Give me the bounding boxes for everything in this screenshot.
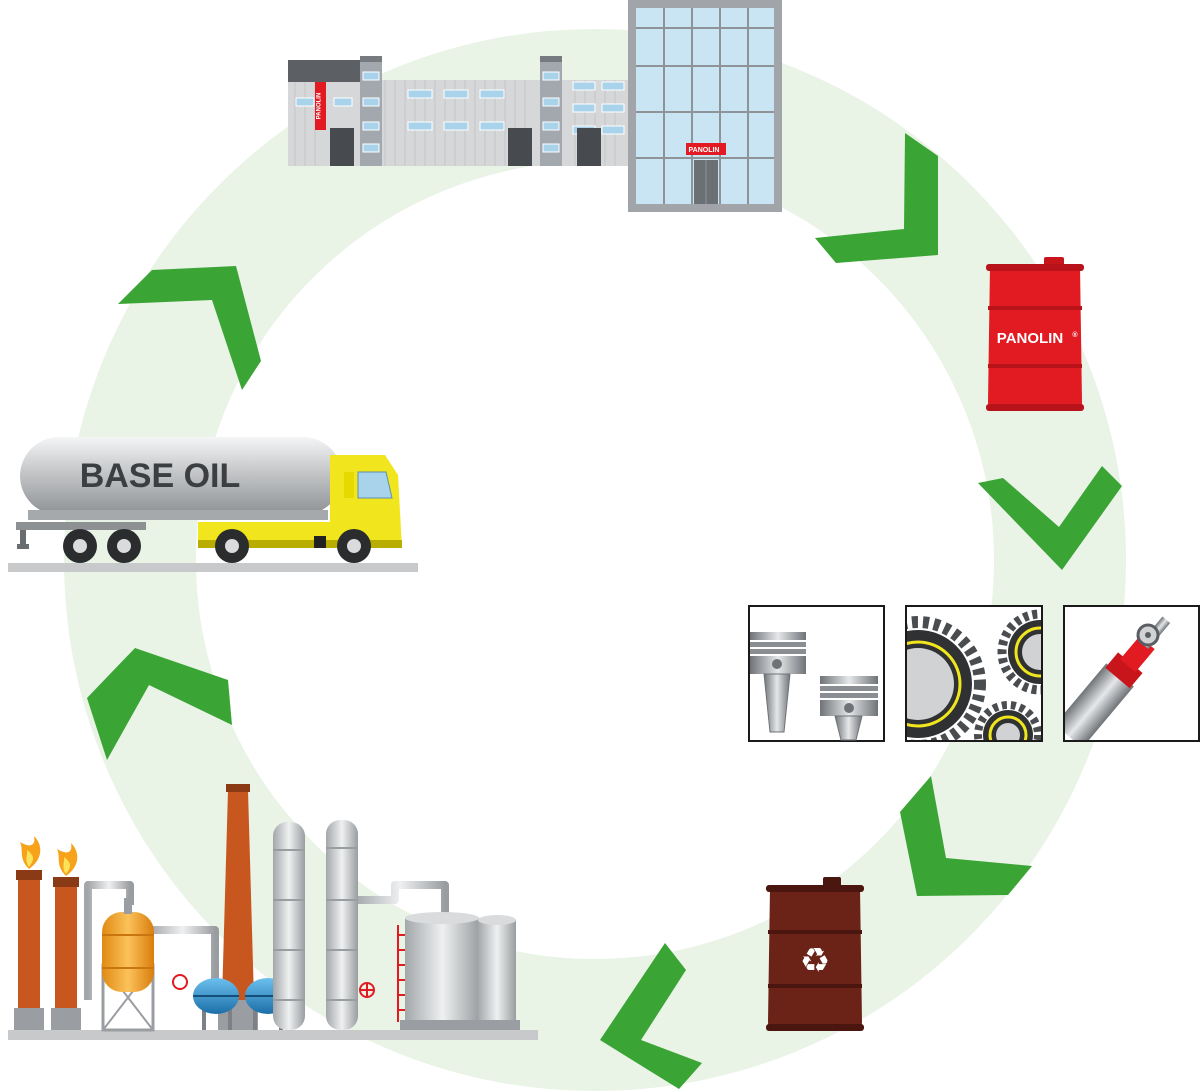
gears-icon (905, 605, 1043, 742)
refinery-icon (8, 784, 538, 1040)
drum-brand-label: PANOLIN (997, 330, 1063, 347)
distillation-column (273, 822, 305, 1030)
new-oil-drum-icon: PANOLIN ® (986, 257, 1084, 411)
arrow-chevron-6 (118, 266, 261, 390)
building-sign-vertical: PANOLIN (317, 93, 323, 120)
recycle-icon: ♻ (800, 941, 830, 981)
arrow-chevron-5 (87, 648, 232, 760)
storage-sphere (193, 978, 239, 1030)
distillation-column (326, 820, 358, 1030)
pressure-gauge-icon (172, 974, 188, 990)
arrow-chevron-4 (600, 943, 702, 1089)
trailer-wheel (107, 529, 141, 563)
engine-piston-icon (748, 605, 885, 742)
hydraulic-cylinder-icon (1063, 605, 1200, 742)
storage-tank (400, 912, 485, 1030)
tanker-truck-icon: BASE OIL (8, 437, 418, 572)
arrow-chevron-2 (978, 466, 1122, 570)
storage-tank (475, 915, 520, 1030)
pressure-vessel (101, 898, 155, 1032)
application-panels (748, 605, 1200, 742)
arrow-chevron-1 (815, 133, 938, 263)
truck-wheel (337, 529, 371, 563)
truck-tank-label: BASE OIL (80, 457, 241, 495)
used-oil-drum-icon: ♻ (766, 877, 864, 1031)
truck-wheel (215, 529, 249, 563)
factory-building-icon: PANOLIN PANOLIN (288, 0, 782, 212)
chimney (218, 784, 258, 1030)
flare-stack (14, 836, 44, 1030)
cycle-arrows (87, 133, 1122, 1089)
trailer-wheel (63, 529, 97, 563)
building-sign-office: PANOLIN (689, 147, 720, 154)
arrow-chevron-3 (900, 776, 1032, 896)
flare-stack (51, 843, 81, 1030)
drum-registered-mark: ® (1072, 331, 1078, 339)
